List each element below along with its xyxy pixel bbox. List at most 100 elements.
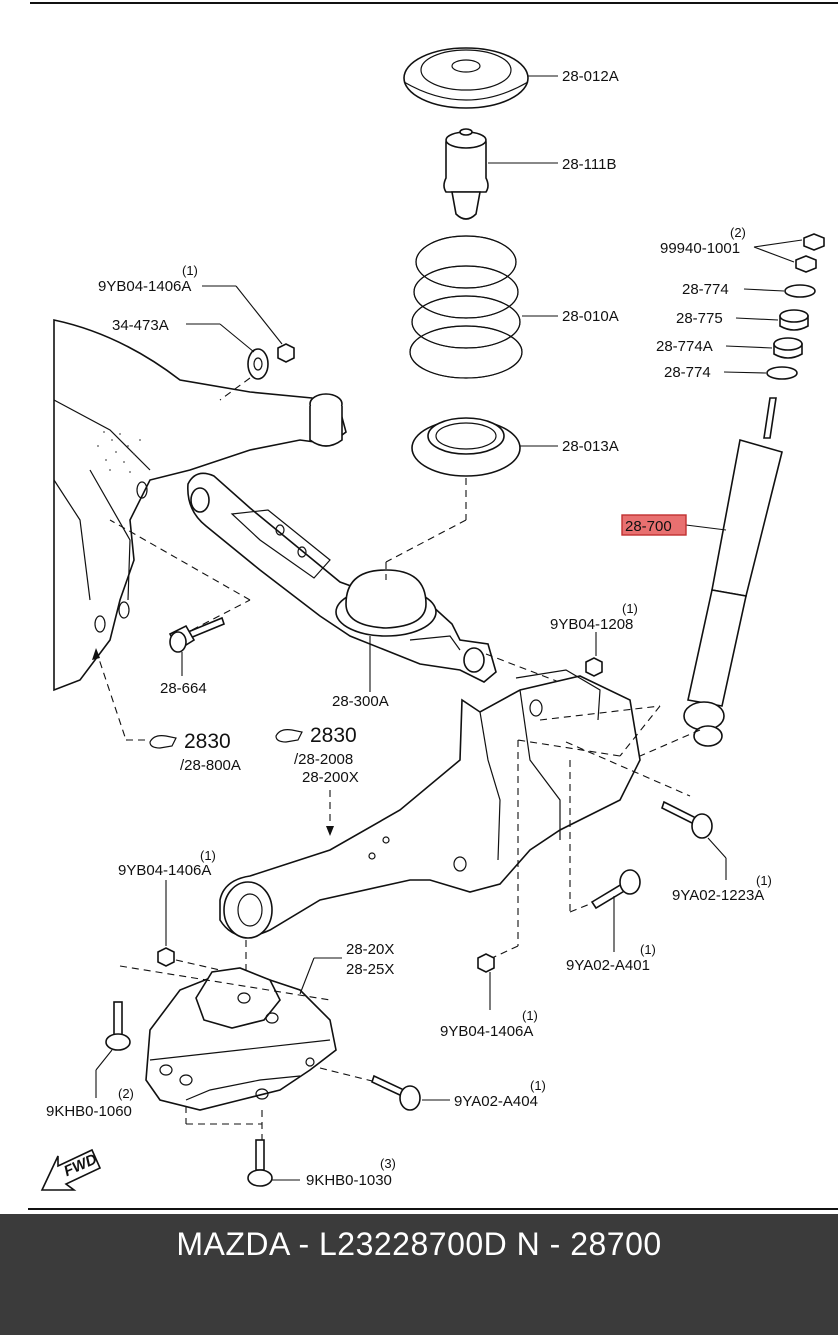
ref-left-arrow: [92, 648, 100, 660]
trailing-arm-part: [219, 669, 641, 939]
nut-bottom-part: [477, 953, 495, 973]
label-nut-top: 99940-1001: [660, 240, 740, 257]
bracket-leader: [299, 957, 315, 995]
coil-spring-part: [409, 235, 523, 379]
bolt-knuckle-leader: [707, 837, 727, 859]
nut-arm-top-part: [277, 343, 295, 363]
spring-seat-part: [411, 417, 521, 477]
label-washer-upper: 28-774: [682, 281, 729, 298]
washer-arm-part: [247, 348, 269, 380]
ref-right-arrow: [326, 826, 334, 836]
knuckle-dash-h: [565, 741, 691, 797]
suspension-exploded-diagram: FWD 28-012A 28-111B 28-010A 28-013A (2) …: [28, 2, 838, 1210]
label-nut-trailing-qty: (1): [200, 848, 216, 863]
label-washer-arm: 34-473A: [112, 317, 169, 334]
bolt-knuckle-part: [661, 800, 713, 839]
washer-upper-leader: [743, 288, 785, 292]
label-ref-right-sub1: /28-2008: [294, 751, 353, 768]
bushing-upper-part: [779, 309, 809, 331]
label-ref-right-num: 2830: [310, 724, 357, 747]
label-nut-bottom: 9YB04-1406A: [440, 1023, 533, 1040]
ref-left-icon: [149, 735, 177, 749]
nut-trailing-part: [157, 947, 175, 967]
label-nut-bottom-qty: (1): [522, 1008, 538, 1023]
bushing-lower-leader: [725, 345, 773, 349]
nut-arm-top-leader2: [235, 285, 283, 345]
lower-arm-part: [187, 472, 497, 683]
label-nut-arm-top: 9YB04-1406A: [98, 278, 191, 295]
label-nut-knuckle: 9YB04-1208: [550, 616, 633, 633]
label-bracket: 28-20X: [346, 941, 394, 958]
label-bracket2: 28-25X: [346, 961, 394, 978]
washer-arm-leader2: [219, 323, 255, 353]
washer-lower-leader: [723, 371, 767, 374]
spring-seat-dash2: [385, 519, 467, 563]
label-shock-absorber: 28-700: [625, 518, 672, 535]
label-bolt-knuckle: 9YA02-1223A: [672, 887, 764, 904]
subframe-part: [53, 319, 347, 692]
nut-knuckle-part: [585, 657, 603, 677]
arm-knuckle-dash: [485, 653, 581, 691]
bolt-center-part: [590, 869, 641, 910]
subframe-stipple: [97, 431, 141, 473]
label-bolt-bracket-left-qty: (2): [118, 1086, 134, 1101]
footer-caption: MAZDA - L23228700D N - 28700: [176, 1226, 662, 1262]
shock-absorber-part: [683, 397, 783, 747]
knuckle-dash-i: [639, 729, 701, 757]
label-bolt-bracket-bottom-qty: (3): [380, 1156, 396, 1171]
washer-arm-dash: [219, 377, 251, 401]
label-lower-arm: 28-300A: [332, 693, 389, 710]
upper-mount-part: [403, 47, 529, 109]
label-bolt-knuckle-qty: (1): [756, 873, 772, 888]
label-bolt-bracket-left: 9KHB0-1060: [46, 1103, 132, 1120]
label-bolt-bracket-side: 9YA02-A404: [454, 1093, 538, 1110]
bracket-part: [145, 967, 337, 1111]
bolt-bracket-bottom-part: [247, 1139, 273, 1187]
bolt-bracket-side-part: [371, 1074, 421, 1111]
top-nut-leader-a: [753, 239, 803, 248]
fwd-arrow-icon: [40, 1148, 102, 1191]
knuckle-dash-g: [491, 945, 519, 959]
label-bump-stop: 28-111B: [562, 156, 617, 173]
label-bushing-upper: 28-775: [676, 310, 723, 327]
top-nuts-part: [795, 233, 825, 273]
label-spring-seat: 28-013A: [562, 438, 619, 455]
bolt-arm-part: [168, 616, 225, 653]
label-bolt-center-qty: (1): [640, 942, 656, 957]
label-ref-right-sub2: 28-200X: [302, 769, 359, 786]
bushing-upper-leader: [735, 317, 779, 321]
label-upper-mount: 28-012A: [562, 68, 619, 85]
label-coil-spring: 28-010A: [562, 308, 619, 325]
label-washer-lower: 28-774: [664, 364, 711, 381]
label-bolt-bracket-bottom: 9KHB0-1030: [306, 1172, 392, 1189]
knuckle-dash-b: [619, 705, 661, 757]
shock-absorber-highlight: [621, 514, 687, 536]
knuckle-dash-a: [539, 705, 661, 721]
bolt-arm-dash2: [109, 519, 251, 601]
label-bolt-arm: 28-664: [160, 680, 207, 697]
shock-absorber-leader: [685, 524, 727, 531]
top-nut-leader-b: [753, 246, 795, 263]
label-ref-left-sub: /28-800A: [180, 757, 241, 774]
footer-bar: [0, 1214, 838, 1335]
label-bushing-lower: 28-774A: [656, 338, 713, 355]
bolt-arm-dash: [191, 599, 251, 631]
ref-right-icon: [275, 729, 303, 743]
label-nut-trailing: 9YB04-1406A: [118, 862, 211, 879]
bushing-lower-part: [773, 337, 803, 359]
bracket-dash-side: [319, 1067, 377, 1083]
bolt-bracket-left-leader: [95, 1049, 113, 1071]
washer-upper-part: [784, 284, 816, 298]
bolt-bracket-left-part: [105, 1001, 131, 1051]
bump-stop-part: [443, 128, 489, 220]
label-nut-arm-top-qty: (1): [182, 263, 198, 278]
label-ref-left-num: 2830: [184, 730, 231, 753]
label-bolt-center: 9YA02-A401: [566, 957, 650, 974]
label-nut-top-qty: (2): [730, 225, 746, 240]
label-nut-knuckle-qty: (1): [622, 601, 638, 616]
washer-lower-part: [766, 366, 798, 380]
knuckle-dash-c: [517, 739, 621, 757]
ref-left-dash: [95, 649, 127, 741]
label-bolt-bracket-side-qty: (1): [530, 1078, 546, 1093]
